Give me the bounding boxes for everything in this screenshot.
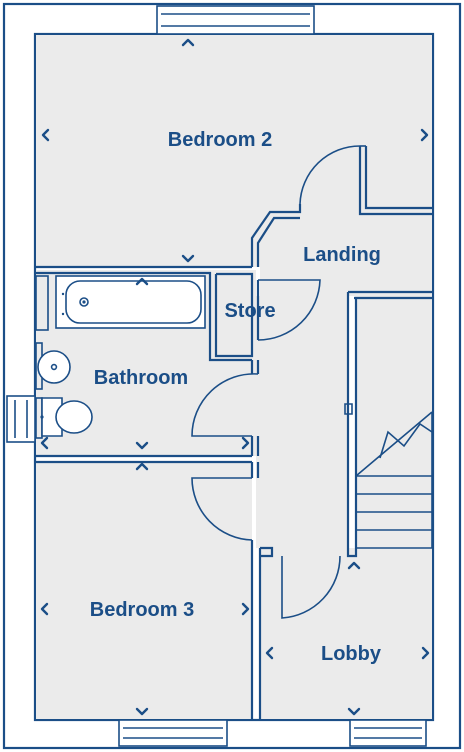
doors <box>191 145 366 619</box>
label-store: Store <box>224 300 275 322</box>
stairs <box>355 411 433 549</box>
window-bottom-right <box>349 719 427 747</box>
label-bedroom2: Bedroom 2 <box>168 129 272 151</box>
label-lobby: Lobby <box>321 643 382 665</box>
interior-walls <box>35 146 432 720</box>
label-bedroom3: Bedroom 3 <box>90 599 194 621</box>
basin <box>37 350 71 384</box>
landing-floor <box>260 210 432 296</box>
window-bottom-left <box>118 719 228 747</box>
bath <box>55 275 206 329</box>
bathroom-fixtures <box>35 342 93 439</box>
label-landing: Landing <box>303 244 381 266</box>
dimension-markers <box>40 38 430 716</box>
window-top <box>156 5 315 35</box>
window-left <box>6 395 36 443</box>
label-bathroom: Bathroom <box>94 367 188 389</box>
toilet <box>41 397 63 437</box>
hall-floor <box>256 296 348 548</box>
lobby-floor <box>260 548 432 719</box>
room-labels: Bedroom 2 Landing Store Bathroom Bedroom… <box>90 129 382 665</box>
windows <box>6 5 427 747</box>
bedroom3-floor <box>36 462 252 719</box>
